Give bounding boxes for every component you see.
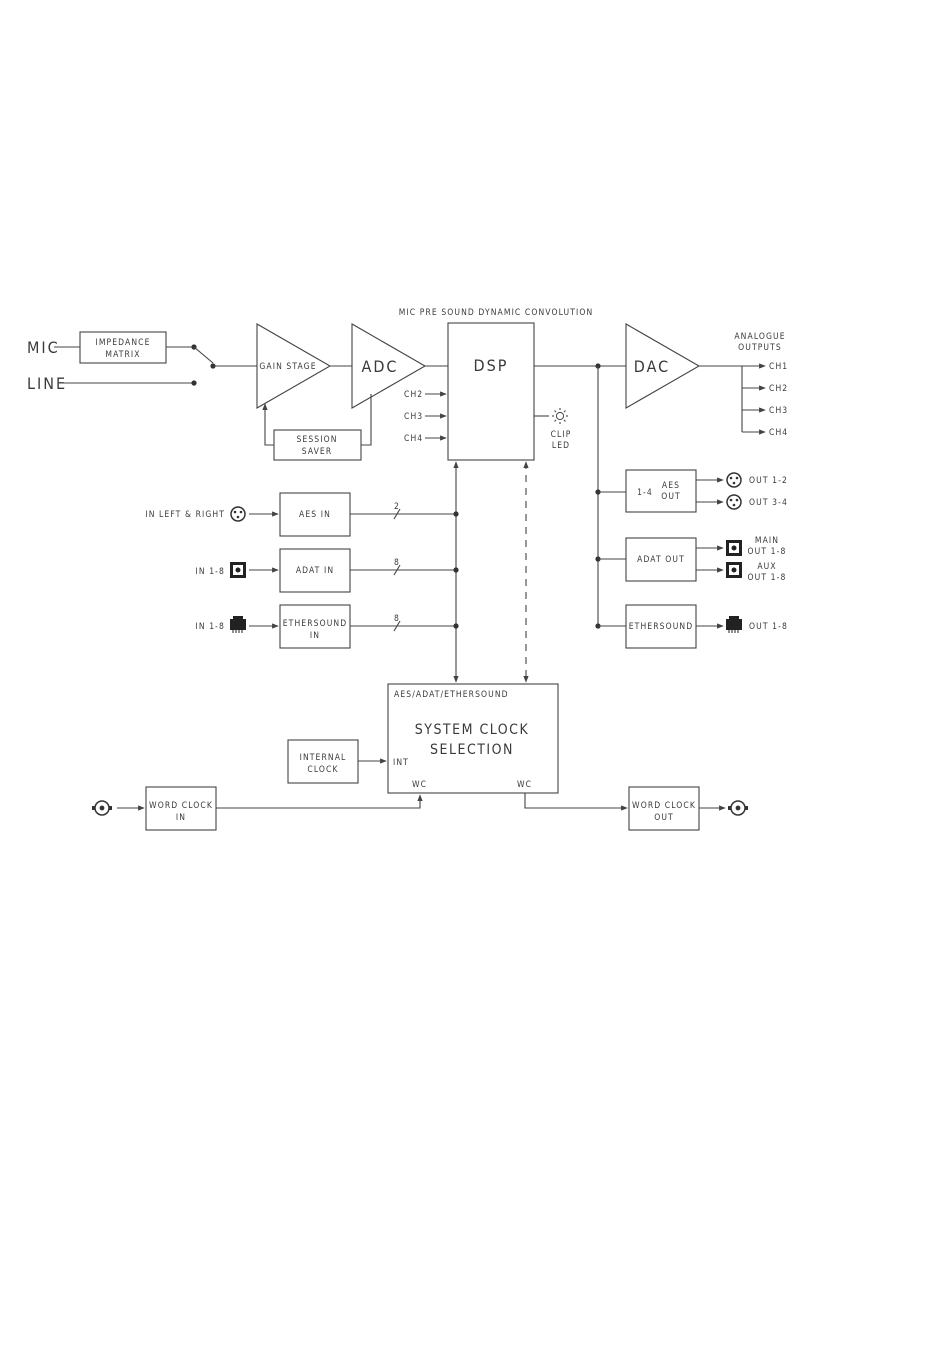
aes-out-prefix: 1-4 [637, 488, 653, 498]
system-clock-selection-block: AES/ADAT/ETHERSOUND SYSTEM CLOCK SELECTI… [387, 683, 559, 794]
dsp-channel-label: CH4 [404, 434, 423, 444]
gain-stage-block: GAIN STAGE [256, 323, 332, 409]
word-clock-out-block: WORD CLOCK OUT [628, 786, 700, 831]
aes-bus-count: 2 [394, 502, 400, 512]
analogue-outputs-label-2: OUTPUTS [738, 343, 782, 353]
adat-in-block: ADAT IN [279, 548, 351, 593]
adat-aux-output-label-2: OUT 1-8 [748, 573, 787, 583]
dac-label: DAC [634, 357, 670, 376]
clip-led-label-1: CLIP [551, 430, 572, 440]
aes-out-label-1: AES [662, 481, 680, 491]
system-clock-title-1: SYSTEM CLOCK [415, 722, 529, 738]
ethersound-in-label-2: IN [310, 631, 320, 641]
system-clock-title-2: SELECTION [430, 742, 514, 758]
dsp-block: DSP [447, 322, 535, 461]
internal-clock-label-2: CLOCK [307, 765, 338, 775]
dac-block: DAC [625, 323, 701, 409]
internal-clock-label-1: INTERNAL [300, 753, 347, 763]
adat-main-output-label-1: MAIN [755, 536, 779, 546]
adat-out-block: ADAT OUT [625, 537, 697, 582]
clip-led-icon [552, 408, 568, 424]
mic-input-label: MIC [27, 338, 60, 357]
wc-output-label: WC [517, 780, 532, 790]
adc-block: ADC [351, 323, 427, 409]
optical-connector-icon [726, 540, 742, 556]
analogue-outputs-label-1: ANALOGUE [734, 332, 785, 342]
diagram-title: MIC PRE SOUND DYNAMIC CONVOLUTION [399, 308, 594, 318]
rj45-connector-icon [726, 616, 742, 633]
aes-input-label: IN LEFT & RIGHT [145, 510, 225, 520]
word-clock-in-label-2: IN [176, 813, 186, 823]
session-saver-label-1: SESSION [296, 435, 337, 445]
ethersound-bus-count: 8 [394, 614, 400, 624]
analogue-output-channel: CH2 [769, 384, 788, 394]
ethersound-input-label: IN 1-8 [196, 622, 226, 632]
adat-aux-output-label-1: AUX [757, 562, 776, 572]
analogue-output-channel: CH4 [769, 428, 788, 438]
dsp-channel-label: CH2 [404, 390, 423, 400]
internal-clock-block: INTERNAL CLOCK [287, 739, 359, 784]
wc-input-label: WC [412, 780, 427, 790]
bnc-connector-icon [92, 800, 112, 816]
gain-stage-label: GAIN STAGE [259, 362, 316, 372]
optical-connector-icon [726, 562, 742, 578]
ethersound-in-block: ETHERSOUND IN [279, 604, 351, 649]
adat-bus-count: 8 [394, 558, 400, 568]
impedance-matrix-label-1: IMPEDANCE [95, 338, 150, 348]
analogue-output-channel: CH3 [769, 406, 788, 416]
aes-out-block: 1-4 AES OUT [625, 469, 697, 513]
aes-output-label: OUT 3-4 [749, 498, 788, 508]
xlr-connector-icon [726, 472, 742, 488]
word-clock-in-label-1: WORD CLOCK [149, 801, 213, 811]
adat-main-output-label-2: OUT 1-8 [748, 547, 787, 557]
ethersound-in-label-1: ETHERSOUND [283, 619, 347, 629]
input-selector-switch [193, 346, 214, 364]
ethersound-out-block: ETHERSOUND [625, 604, 697, 649]
bnc-connector-icon [728, 800, 748, 816]
word-clock-out-label-2: OUT [654, 813, 674, 823]
rj45-connector-icon [230, 616, 246, 633]
optical-connector-icon [230, 562, 246, 578]
xlr-connector-icon [726, 494, 742, 510]
system-clock-header: AES/ADAT/ETHERSOUND [394, 690, 509, 700]
aes-in-label: AES IN [299, 510, 331, 520]
analogue-output-channel: CH1 [769, 362, 788, 372]
word-clock-in-block: WORD CLOCK IN [145, 786, 217, 831]
aes-output-label: OUT 1-2 [749, 476, 788, 486]
xlr-connector-icon [230, 506, 246, 522]
ethersound-output-label: OUT 1-8 [749, 622, 788, 632]
ethersound-out-label: ETHERSOUND [629, 622, 693, 632]
aes-out-label-2: OUT [661, 492, 681, 502]
adat-input-label: IN 1-8 [196, 567, 226, 577]
int-clock-input-label: INT [393, 758, 409, 768]
adat-in-label: ADAT IN [296, 566, 334, 576]
impedance-matrix-block: IMPEDANCE MATRIX [79, 331, 167, 364]
adat-out-label: ADAT OUT [637, 555, 685, 565]
word-clock-out-label-1: WORD CLOCK [632, 801, 696, 811]
aes-in-block: AES IN [279, 492, 351, 537]
session-saver-block: SESSION SAVER [273, 429, 362, 461]
session-saver-label-2: SAVER [302, 447, 333, 457]
dsp-channel-label: CH3 [404, 412, 423, 422]
line-input-label: LINE [27, 374, 67, 393]
dsp-label: DSP [474, 356, 509, 375]
adc-label: ADC [362, 357, 399, 376]
clip-led-label-2: LED [552, 441, 570, 451]
impedance-matrix-label-2: MATRIX [105, 350, 140, 360]
